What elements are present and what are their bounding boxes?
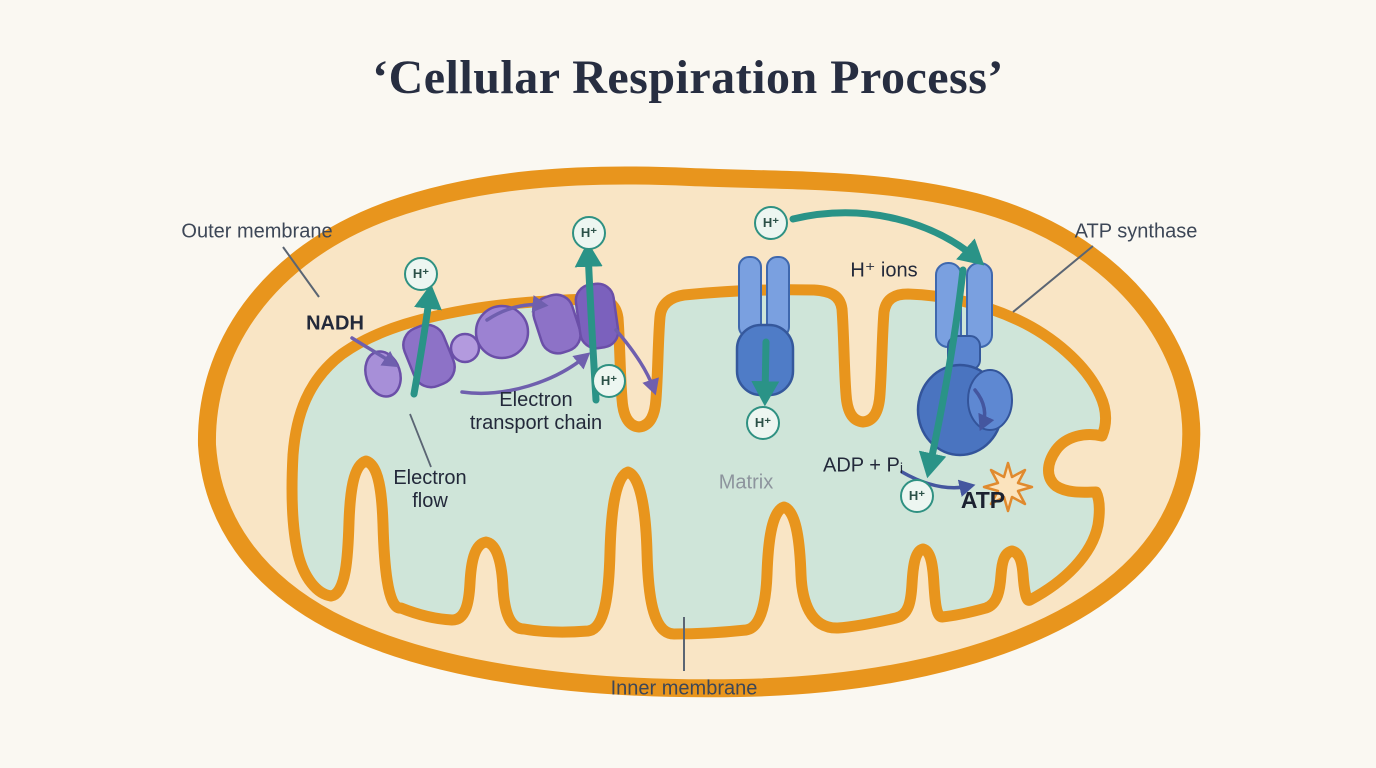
- h-plus-badge: H⁺: [404, 257, 438, 291]
- atp-starburst: [982, 461, 1034, 513]
- atp-synthase-pointer: [1012, 245, 1094, 313]
- etc-complex-3: [449, 332, 481, 364]
- electron-exit-arrow: [614, 328, 659, 396]
- atp-label: ATP: [960, 486, 1006, 513]
- nadh-label: NADH: [306, 312, 364, 335]
- proton-gradient-arrow: [789, 209, 985, 266]
- h-plus-badge: H⁺: [572, 216, 606, 250]
- nadh-electron-arrow: [350, 336, 399, 368]
- atp-synthase-head-lobe: [967, 369, 1013, 431]
- h-ions-label: H⁺ ions: [850, 259, 918, 282]
- diagram-title: ‘Cellular Respiration Process’: [372, 51, 1004, 104]
- electron-flow-arrows: [350, 295, 659, 396]
- electron-flow-arrow-main: [460, 352, 591, 395]
- atp-synthase-label: ATP synthase: [1074, 220, 1198, 243]
- h-plus-badge: H⁺: [900, 479, 934, 513]
- electron-flow-arrow-top: [485, 295, 549, 322]
- electron-transport-chain-label: Electron transport chain: [469, 389, 603, 434]
- synthase-rotation-arrow: [973, 388, 995, 432]
- adp-to-atp-arrow: [900, 470, 976, 497]
- proton-through-synthase-arrow: [918, 266, 967, 479]
- h-plus-badge: H⁺: [592, 364, 626, 398]
- etc-complex-4: [474, 304, 530, 360]
- electron-flow-label: Electron flow: [393, 467, 467, 512]
- proton-pump-arrow-1: [410, 283, 442, 398]
- atp-synthase-pillar-right: [966, 262, 993, 348]
- proton-channel-arrow: [751, 338, 780, 407]
- inner-membrane-shape: [286, 284, 1111, 640]
- adp-pi-label: ADP + Pᵢ: [822, 454, 904, 477]
- label-pointer-lines: [282, 245, 1094, 671]
- outer-membrane-label: Outer membrane: [181, 220, 333, 243]
- matrix-label: Matrix: [718, 471, 774, 494]
- inner-membrane-label: Inner membrane: [610, 677, 758, 700]
- outer-membrane-pointer: [282, 246, 320, 298]
- h-plus-badge: H⁺: [754, 206, 788, 240]
- h-plus-badge: H⁺: [746, 406, 780, 440]
- atp-arrows: [900, 388, 995, 497]
- electron-flow-pointer: [409, 413, 432, 468]
